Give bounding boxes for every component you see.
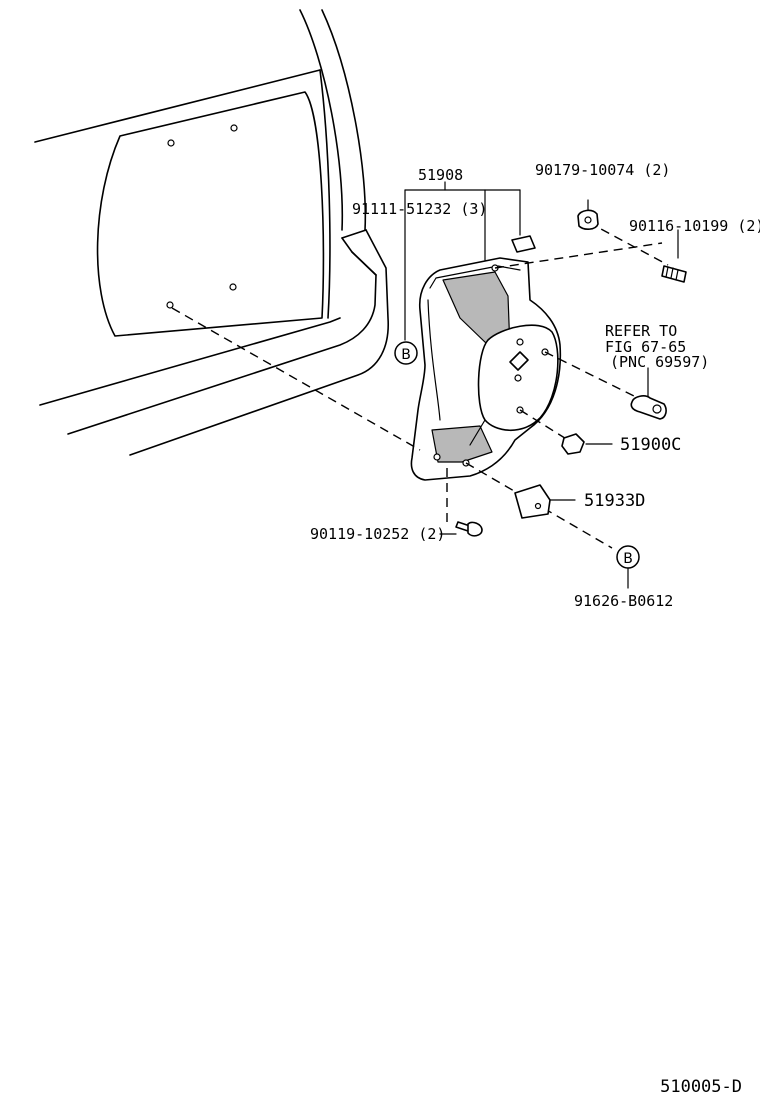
bracket-hole: [516, 338, 524, 346]
label-90119-10252: 90119-10252 (2): [310, 525, 445, 543]
stud-90116: [661, 229, 687, 283]
panel-hole: [229, 283, 237, 291]
label-90116-10199: 90116-10199 (2): [629, 217, 760, 235]
label-51933d: 51933D: [584, 491, 645, 511]
svg-text:B: B: [623, 551, 633, 567]
panel-hole: [230, 124, 238, 132]
clip-51933d: [514, 484, 576, 519]
bracket-hole: [433, 453, 441, 461]
label-pnc-69597: (PNC 69597): [610, 353, 709, 371]
label-leaders: [439, 533, 629, 589]
leader-51908: [404, 181, 521, 341]
vehicle-body: [34, 9, 389, 456]
panel-hole: [166, 301, 174, 309]
ref-marker-b-left: B: [394, 341, 418, 365]
svg-text:B: B: [401, 347, 411, 363]
label-51900c: 51900C: [620, 435, 681, 455]
label-refer-to: REFER TO: [605, 322, 677, 340]
hub-nut: [630, 367, 667, 420]
ref-marker-b-right: B: [616, 545, 640, 569]
nut-90179: [577, 199, 599, 230]
bolt-90119: [455, 521, 483, 537]
bracket-hole: [514, 374, 522, 382]
door-panel: [96, 91, 325, 337]
label-51908: 51908: [418, 166, 463, 184]
nut-51900c: [561, 433, 613, 455]
panel-hole: [167, 139, 175, 147]
label-91111-51232: 91111-51232 (3): [352, 200, 487, 218]
label-91626-b0612: 91626-B0612: [574, 592, 673, 610]
figure-code: 510005-D: [660, 1077, 742, 1097]
assembly-lines: [171, 221, 669, 549]
label-90179-10074: 90179-10074 (2): [535, 161, 670, 179]
spare-carrier-bracket: [410, 235, 562, 481]
label-fig-67-65: FIG 67-65: [605, 338, 686, 356]
callout-labels: 51908 90179-10074 (2) 91111-51232 (3) 90…: [310, 161, 760, 610]
